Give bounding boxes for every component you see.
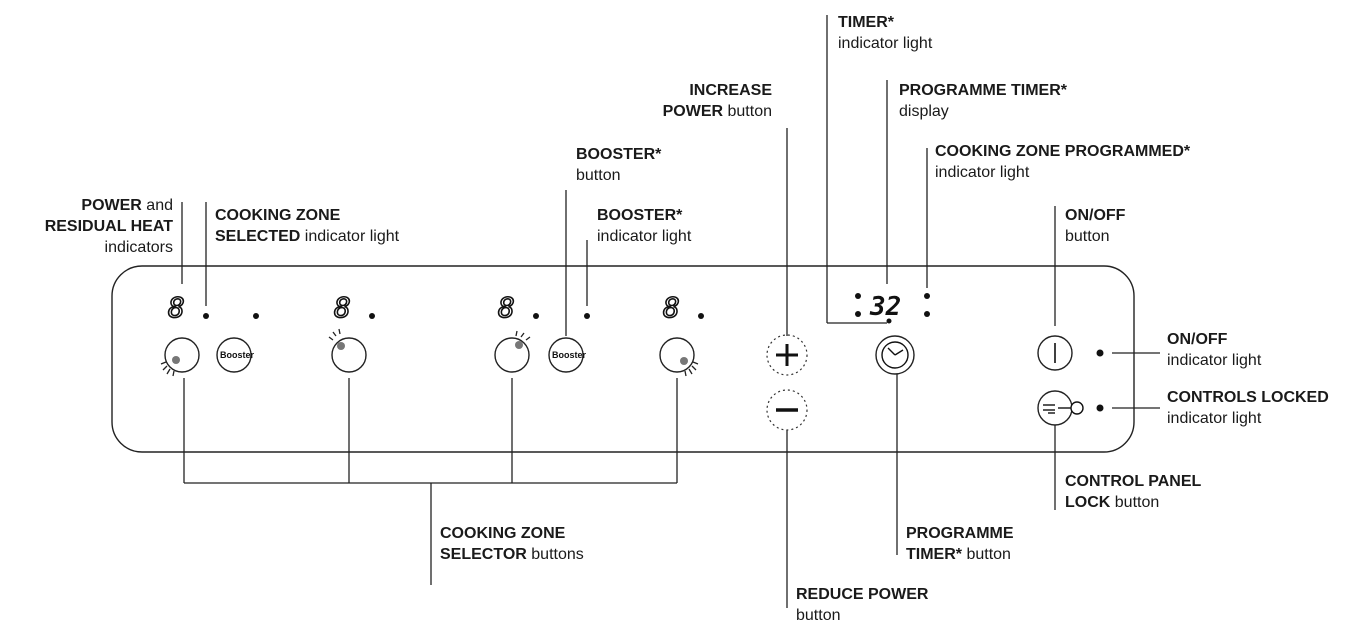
label-programme-timer-display: PROGRAMME TIMER* display xyxy=(899,82,1067,120)
programme-timer-display: 32 xyxy=(855,292,930,324)
label-control-panel-lock: CONTROL PANEL LOCK button xyxy=(1065,473,1202,511)
label-booster-button: BOOSTER* button xyxy=(576,146,662,184)
zone-2-dot xyxy=(369,313,375,319)
label-onoff-light: ON/OFF indicator light xyxy=(1167,331,1262,369)
increase-power-button[interactable] xyxy=(766,334,808,376)
leader-lines xyxy=(181,15,1160,608)
booster-indicator-light xyxy=(584,313,590,319)
programme-timer-button[interactable] xyxy=(875,335,915,375)
booster-label-2: Booster xyxy=(552,350,587,360)
label-zone-programmed: COOKING ZONE PROGRAMMED* indicator light xyxy=(935,143,1191,181)
control-panel-lock-button[interactable] xyxy=(1037,390,1084,426)
label-reduce-power: REDUCE POWER button xyxy=(796,586,929,624)
zone-1-selected-light xyxy=(203,313,209,319)
timer-indicator-light xyxy=(886,318,892,324)
onoff-button[interactable] xyxy=(1037,335,1073,371)
clock-icon xyxy=(887,347,896,356)
label-controls-locked: CONTROLS LOCKED indicator light xyxy=(1167,389,1329,427)
controls-locked-indicator-light xyxy=(1096,404,1104,412)
zone-3-power-display: 8 xyxy=(498,291,515,324)
zone-1-booster-button[interactable]: Booster xyxy=(216,337,255,373)
label-increase-power: INCREASE POWER button xyxy=(662,82,772,120)
zone-2-selected-light xyxy=(253,313,259,319)
zone-3-selector-button[interactable] xyxy=(494,330,531,373)
label-zone-selected: COOKING ZONE SELECTED indicator light xyxy=(215,207,400,245)
label-onoff-button: ON/OFF button xyxy=(1065,207,1126,245)
label-programme-timer-button: PROGRAMME TIMER* button xyxy=(906,525,1014,563)
label-timer-light: TIMER* indicator light xyxy=(838,14,933,52)
onoff-indicator-light xyxy=(1096,349,1104,357)
label-zone-selector: COOKING ZONE SELECTOR buttons xyxy=(440,525,584,563)
label-power-residual-heat: POWER and RESIDUAL HEAT indicators xyxy=(44,197,173,256)
label-booster-light: BOOSTER* indicator light xyxy=(597,207,692,245)
zone-4-dot xyxy=(698,313,704,319)
reduce-power-button[interactable] xyxy=(766,389,808,431)
zone-2-power-display: 8 xyxy=(334,291,351,324)
hob-control-panel xyxy=(111,265,1135,453)
zone-1-power-display: 8 xyxy=(168,291,185,324)
booster-label: Booster xyxy=(220,350,255,360)
zone-3-selected-light xyxy=(533,313,539,319)
zone-4-selector-button[interactable] xyxy=(659,337,699,377)
timer-digits: 32 xyxy=(869,292,901,322)
zone-programmed-light xyxy=(924,293,930,299)
zone-1-selector-button[interactable] xyxy=(160,337,200,377)
zone-3-booster-button[interactable]: Booster xyxy=(548,337,587,373)
zone-4-power-display: 8 xyxy=(663,291,680,324)
zone-2-selector-button[interactable] xyxy=(328,328,367,373)
